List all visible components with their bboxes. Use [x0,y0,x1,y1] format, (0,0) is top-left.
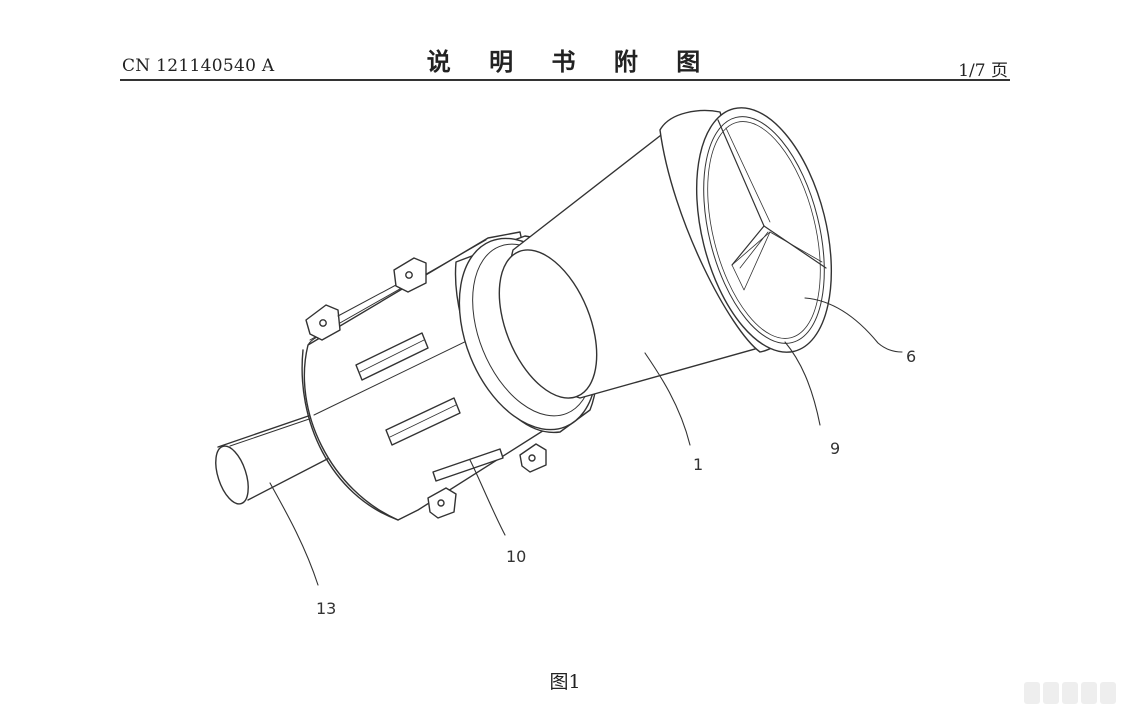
watermark-logo [1024,682,1116,704]
ref-label-10: 10 [506,547,526,566]
leader-line-9 [784,341,821,426]
leader-line-1 [644,352,691,446]
ref-label-13: 13 [316,599,336,618]
vane-cap-part [717,119,827,291]
shaft-part [215,411,336,505]
ref-label-1: 1 [693,455,703,474]
ref-label-6: 6 [906,347,916,366]
leader-lines [269,297,903,586]
leader-line-13 [269,482,319,586]
publication-number: CN 121140540 A [122,56,275,76]
page-indicator: 1/7 页 [958,61,1008,81]
header-rule [120,79,1010,81]
leader-line-6 [804,297,903,353]
figure-caption: 图1 [549,671,581,693]
ref-label-9: 9 [830,439,840,458]
outlet-rim-part [659,107,833,353]
section-title: 说 明 书 附 图 [426,48,716,76]
leader-line-10 [469,459,506,536]
